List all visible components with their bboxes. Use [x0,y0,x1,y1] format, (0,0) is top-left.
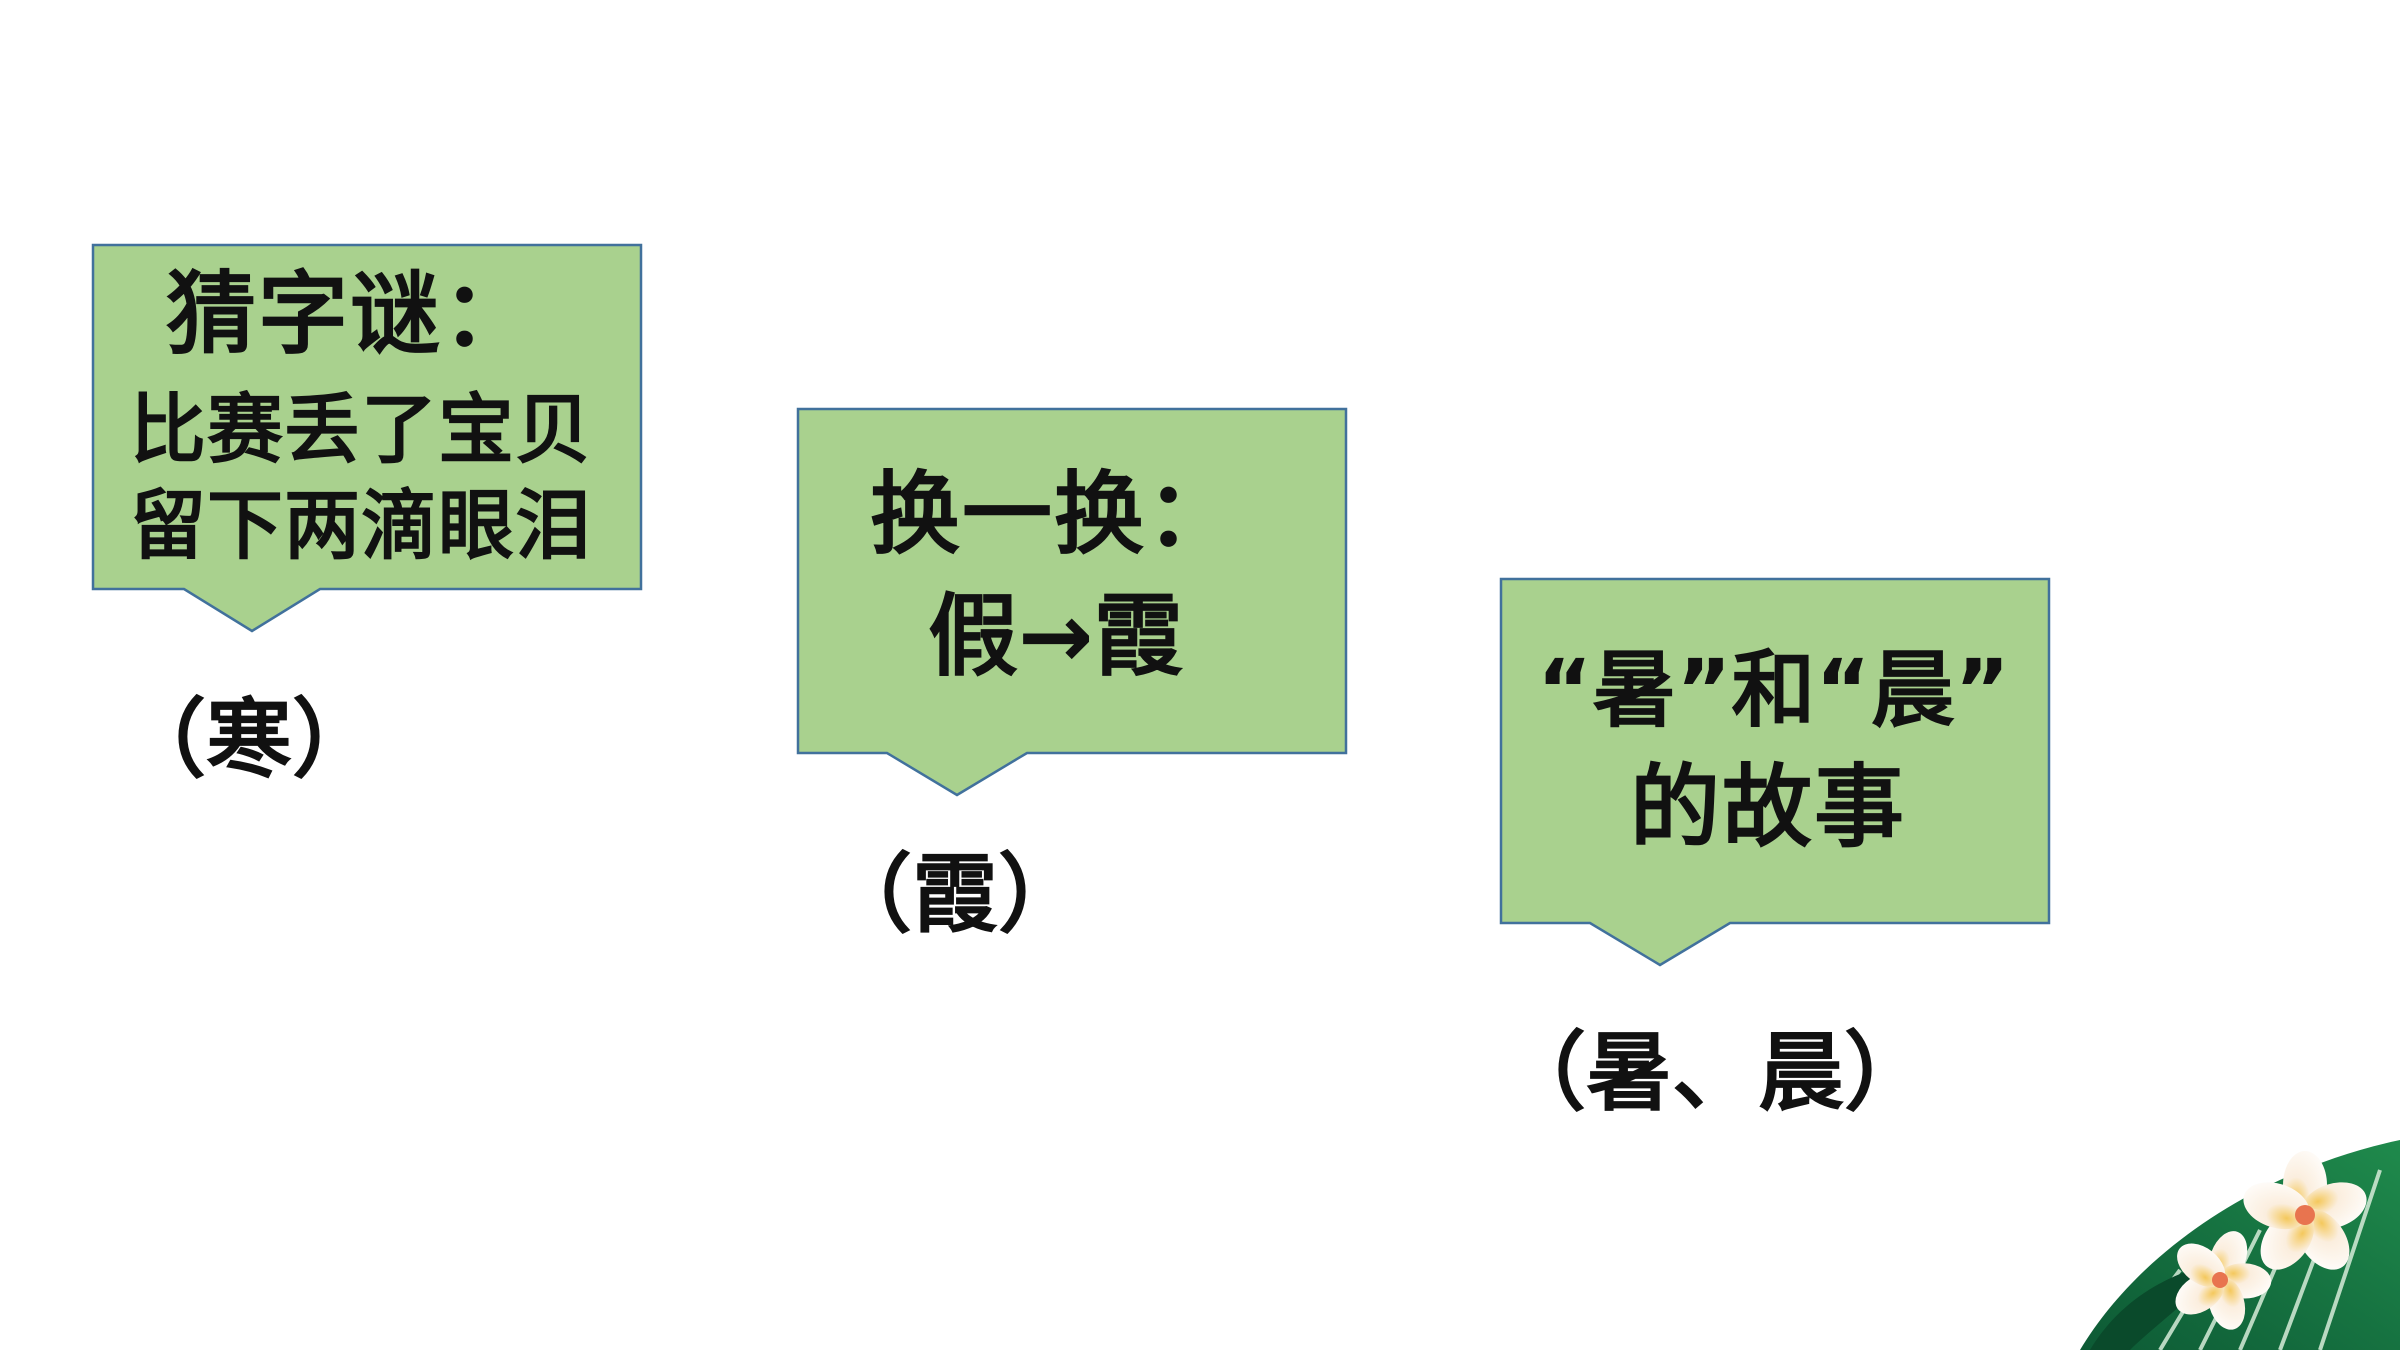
swap-title: 换一换： [870,462,1238,567]
story-line-2: 的故事 [1630,755,1906,860]
plumeria-flower-icon [2243,1151,2367,1270]
swap-line-1: 假→霞 [928,584,1184,689]
riddle-line-1: 比赛丢了宝贝 [130,385,592,474]
tropical-leaf-flower-decoration [2080,1140,2400,1350]
riddle-title: 猜字谜： [166,262,534,367]
story-answer: （暑、晨） [1500,1023,1930,1123]
plumeria-flower-icon [2175,1231,2272,1330]
story-line-1: “暑”和“晨” [1537,641,2010,739]
swap-answer: （霞） [826,845,1084,945]
riddle-callout-box [91,243,643,633]
riddle-line-2: 留下两滴眼泪 [130,481,592,570]
swap-callout-box [796,407,1348,797]
riddle-answer: （寒） [120,690,378,790]
story-callout-box [1499,577,2051,967]
